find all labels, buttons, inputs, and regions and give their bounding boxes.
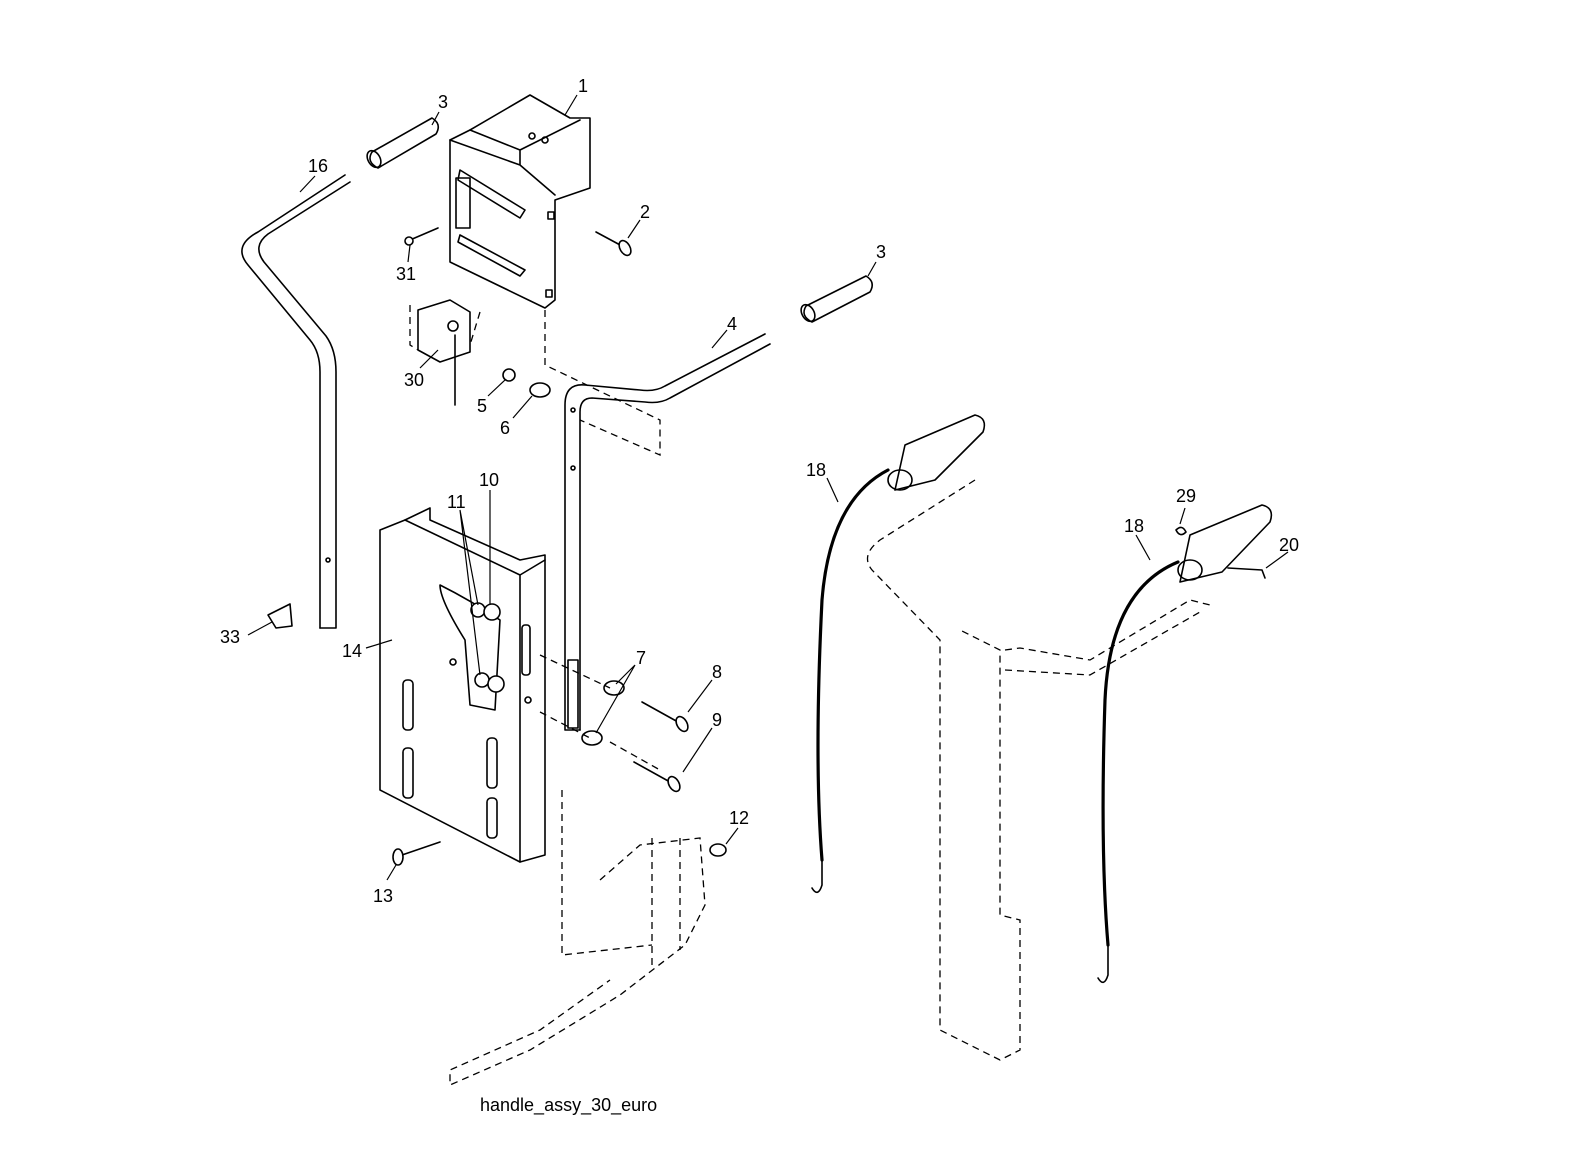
- callout-31: 31: [396, 264, 416, 284]
- part-3-grip-left: [366, 117, 440, 169]
- callout-14: 14: [342, 641, 362, 661]
- part-1-control-bracket: [449, 94, 591, 309]
- part-10-11-fasteners: [470, 602, 505, 693]
- part-7-washer-upper: [603, 680, 625, 696]
- part-18-cable-left: [811, 414, 986, 894]
- callout-1: 1: [578, 76, 588, 96]
- part-16-left-handle: [241, 174, 351, 629]
- callout-9: 9: [712, 710, 722, 730]
- part-31-screw: [404, 227, 439, 246]
- dashed-alignment-lines: [409, 305, 661, 771]
- callout-20: 20: [1279, 535, 1299, 555]
- callout-3-left: 3: [438, 92, 448, 112]
- callout-10: 10: [479, 470, 499, 490]
- leader-lines: [247, 94, 1289, 881]
- part-6-washer: [529, 382, 551, 398]
- callout-30: 30: [404, 370, 424, 390]
- callout-3-right: 3: [876, 242, 886, 262]
- callout-7: 7: [636, 648, 646, 668]
- callout-2: 2: [640, 202, 650, 222]
- callout-11: 11: [447, 492, 466, 512]
- callout-33: 33: [220, 627, 240, 647]
- part-9-bolt: [633, 761, 681, 793]
- part-2-screw: [595, 231, 632, 257]
- callout-labels: 1 2 3 3 4 5 6 7 8 9 10 11 12 13 14 16 18…: [220, 76, 1299, 906]
- callout-18-left: 18: [806, 460, 826, 480]
- part-3-grip-right: [800, 275, 874, 323]
- diagram-caption: handle_assy_30_euro: [480, 1095, 658, 1115]
- part-5-nut: [502, 368, 516, 382]
- part-13-bolt: [392, 841, 441, 866]
- part-8-bolt: [641, 701, 689, 733]
- callout-5: 5: [477, 396, 487, 416]
- part-12-nut: [709, 843, 727, 857]
- part-33-knob: [267, 603, 293, 629]
- callout-18-right: 18: [1124, 516, 1144, 536]
- phantom-chute-outline: [449, 790, 706, 1086]
- callout-12: 12: [729, 808, 749, 828]
- callout-13: 13: [373, 886, 393, 906]
- part-30-latch: [417, 299, 471, 406]
- callout-6: 6: [500, 418, 510, 438]
- phantom-left-handle-outline: [866, 479, 1211, 1061]
- part-18-cable-right: [1097, 504, 1273, 984]
- part-29-clip: [1175, 526, 1187, 536]
- part-7-washer-lower: [581, 730, 603, 746]
- callout-29: 29: [1176, 486, 1196, 506]
- callout-16: 16: [308, 156, 328, 176]
- part-14-base-bracket: [379, 507, 546, 863]
- callout-8: 8: [712, 662, 722, 682]
- part-4-right-handle: [564, 333, 771, 731]
- callout-4: 4: [727, 314, 737, 334]
- part-20-lever: [1227, 567, 1266, 579]
